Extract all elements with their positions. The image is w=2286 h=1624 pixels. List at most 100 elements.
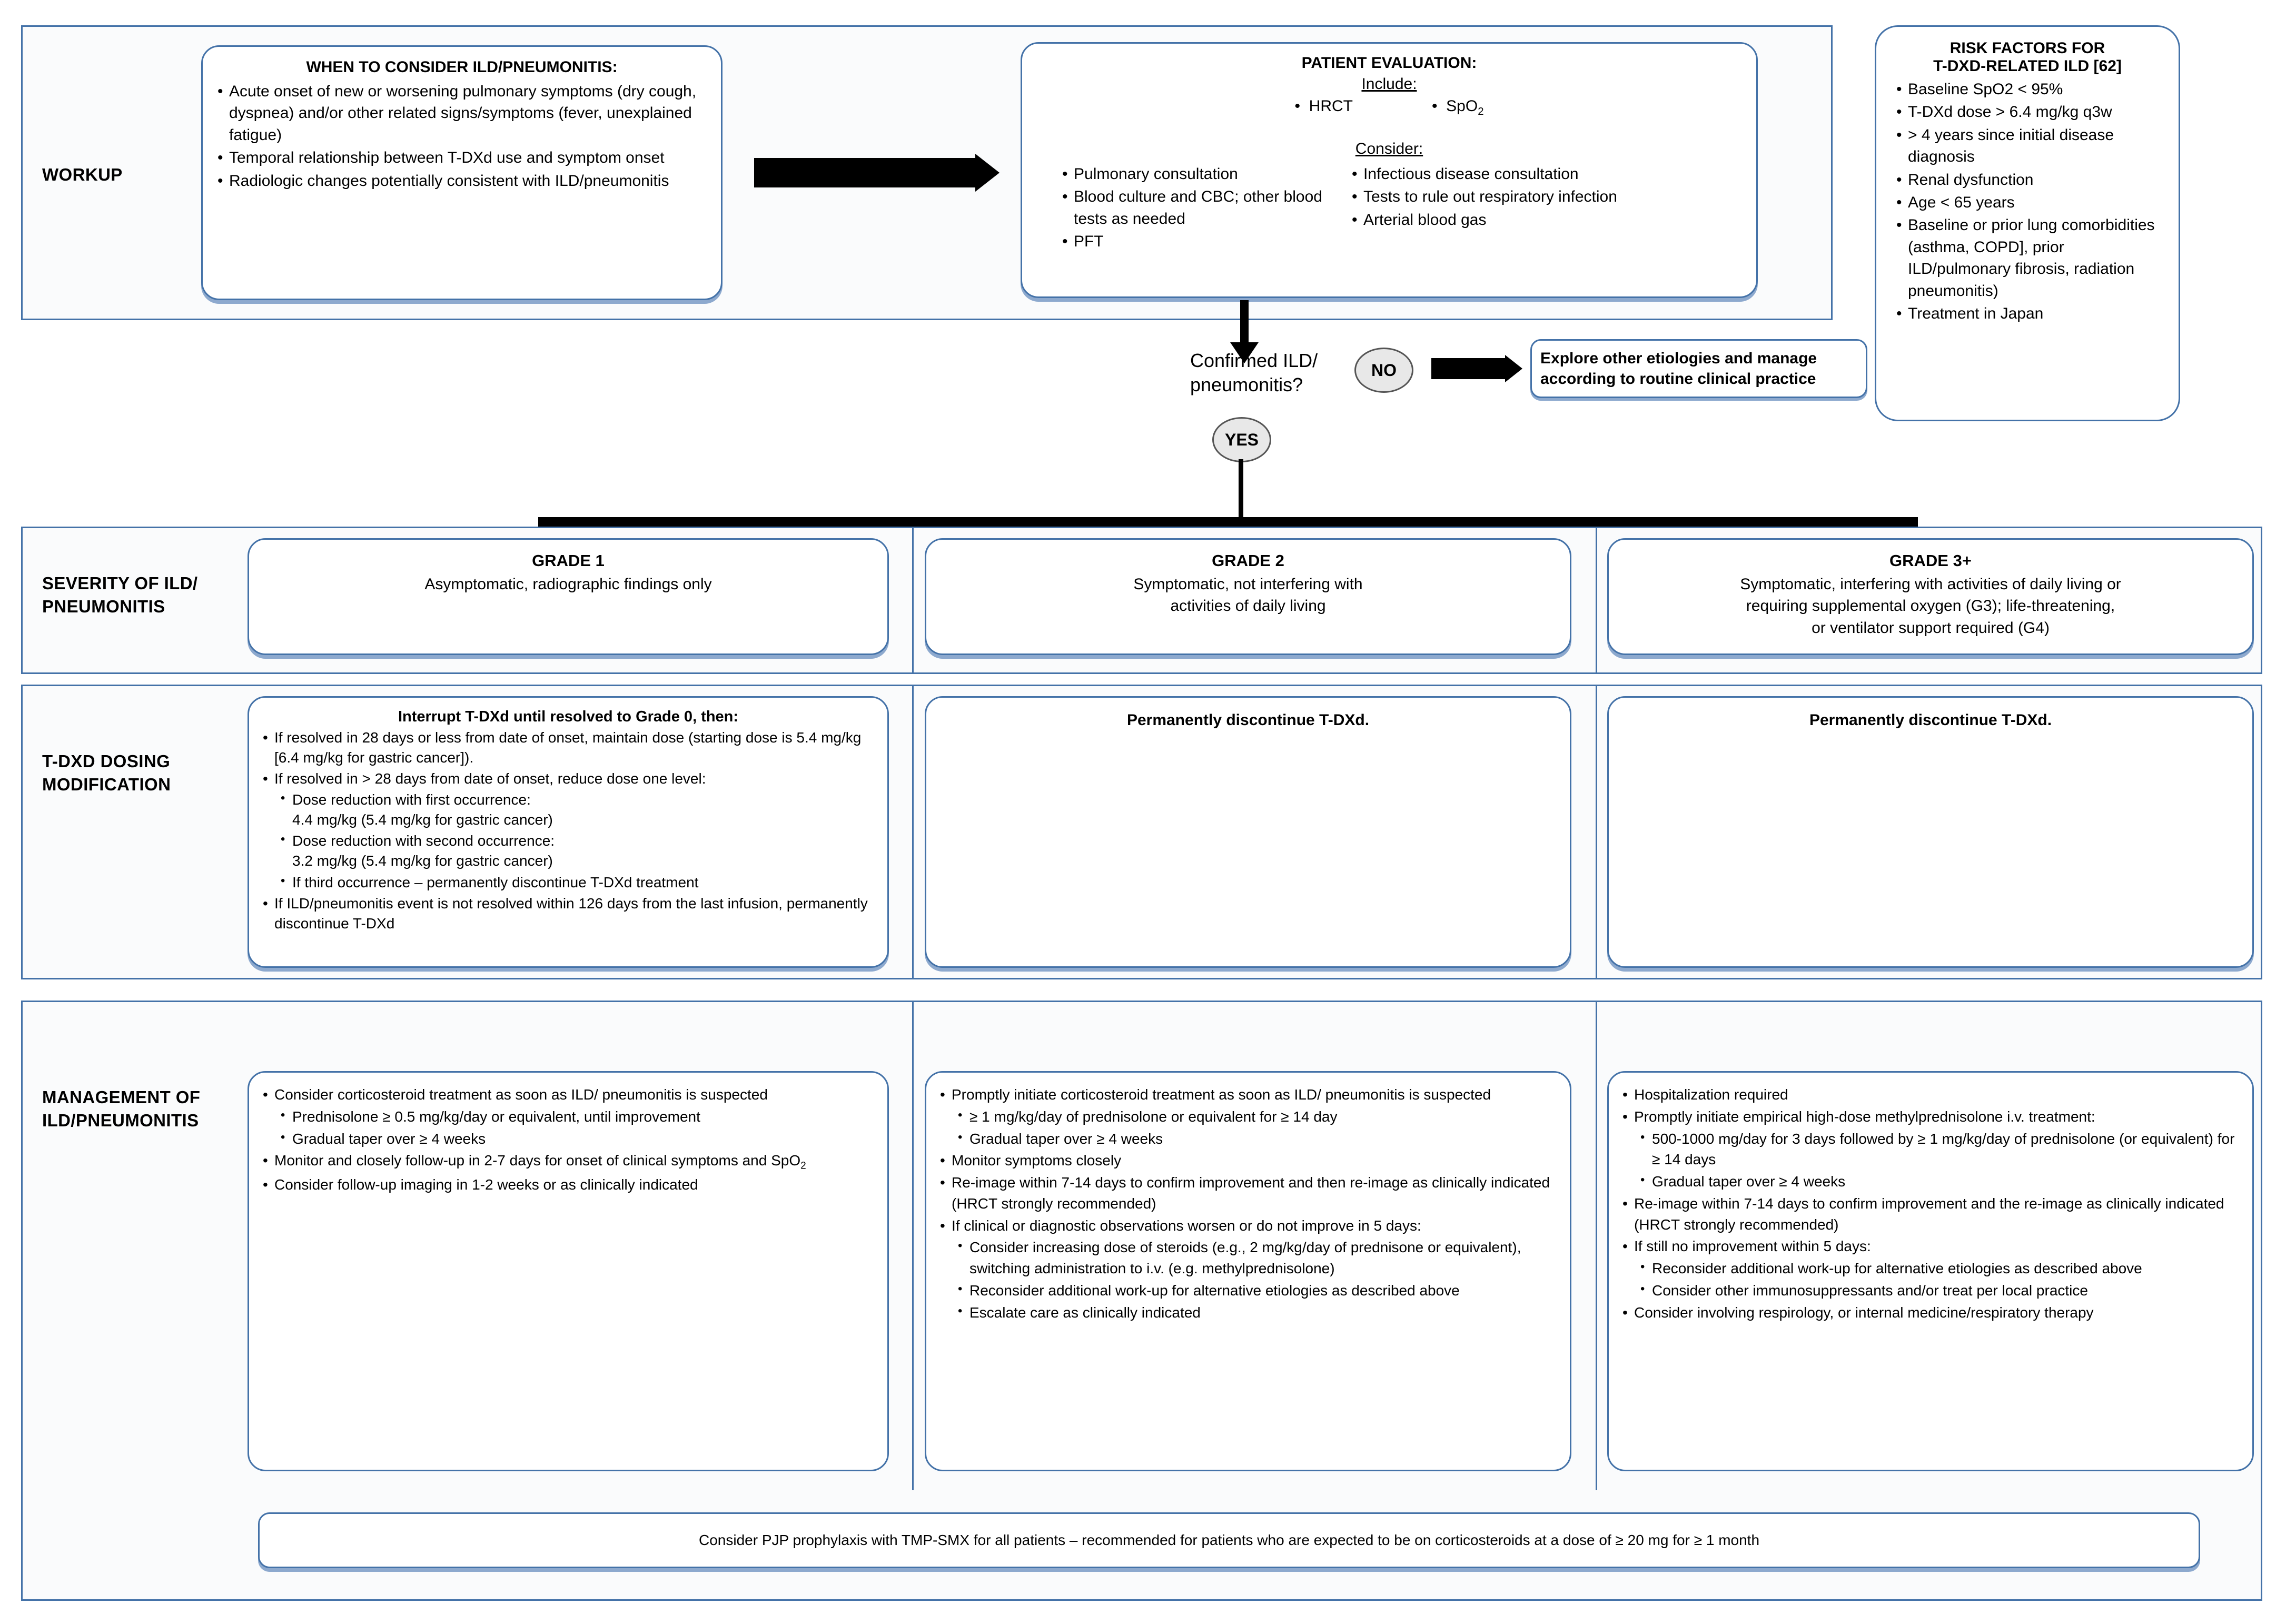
management-grade1-box: Consider corticosteroid treatment as soo… — [248, 1071, 889, 1471]
management-grade2-list-1: Promptly initiate corticosteroid treatme… — [936, 1084, 1560, 1105]
list-item: If resolved in > 28 days from date of on… — [259, 769, 878, 789]
workup-row-label: WORKUP — [42, 165, 123, 184]
risk-factors-box: RISK FACTORS FOR T-DXD-RELATED ILD [62] … — [1875, 25, 2180, 421]
list-item: Age < 65 years — [1892, 192, 2168, 214]
list-item: If third occurrence – permanently discon… — [276, 873, 878, 893]
list-item: Baseline or prior lung comorbidities (as… — [1892, 214, 2168, 302]
management-divider-2 — [1596, 1001, 1597, 1490]
list-item: Acute onset of new or worsening pulmonar… — [213, 81, 710, 146]
include-item-spo2: • SpO2 — [1431, 97, 1484, 117]
list-item: Re-image within 7-14 days to confirm imp… — [1618, 1193, 2243, 1235]
list-item: Hospitalization required — [1618, 1084, 2243, 1105]
management-grade3-sublist-1: 500-1000 mg/day for 3 days followed by ≥… — [1636, 1128, 2243, 1192]
include-item-hrct: • HRCT — [1294, 97, 1353, 115]
list-item: Promptly initiate empirical high-dose me… — [1618, 1106, 2243, 1127]
list-item: If still no improvement within 5 days: — [1618, 1236, 2243, 1257]
management-grade2-sublist-2: Consider increasing dose of steroids (e.… — [954, 1237, 1560, 1323]
list-item: > 4 years since initial disease diagnosi… — [1892, 124, 2168, 168]
list-item: Renal dysfunction — [1892, 169, 2168, 191]
severity-grade3-box: GRADE 3+ Symptomatic, interfering with a… — [1607, 538, 2254, 655]
list-item: Consider follow-up imaging in 1-2 weeks … — [259, 1174, 878, 1195]
list-item: Treatment in Japan — [1892, 303, 2168, 325]
list-item: Radiologic changes potentially consisten… — [213, 170, 710, 192]
management-grade2-list-2: Monitor symptoms closely Re-image within… — [936, 1150, 1560, 1236]
management-grade3-sublist-2: Reconsider additional work-up for altern… — [1636, 1258, 2243, 1301]
list-item: Consider increasing dose of steroids (e.… — [954, 1237, 1560, 1279]
dosing-grade1-sublist: Dose reduction with first occurrence: 4.… — [276, 790, 878, 892]
list-item: Temporal relationship between T-DXd use … — [213, 147, 710, 169]
dosing-grade1-title: Interrupt T-DXd until resolved to Grade … — [398, 708, 739, 725]
grade1-title: GRADE 1 — [532, 551, 605, 570]
management-grade3-list-3: Consider involving respirology, or inter… — [1618, 1302, 2243, 1323]
workup-to-evaluation-arrow-shaft — [754, 158, 975, 187]
severity-row-label: SEVERITY OF ILD/ PNEUMONITIS — [42, 573, 198, 616]
list-item: Reconsider additional work-up for altern… — [954, 1280, 1560, 1301]
dosing-grade1-list-tail: If ILD/pneumonitis event is not resolved… — [259, 894, 878, 934]
when-to-consider-list: Acute onset of new or worsening pulmonar… — [213, 81, 710, 192]
pjp-prophylaxis-box: Consider PJP prophylaxis with TMP-SMX fo… — [258, 1512, 2200, 1568]
no-outcome-box: Explore other etiologies and manage acco… — [1530, 339, 1867, 398]
list-item: T-DXd dose > 6.4 mg/kg q3w — [1892, 101, 2168, 123]
consider-label: Consider: — [1355, 140, 1423, 157]
list-item: Tests to rule out respiratory infection — [1348, 186, 1716, 208]
no-branch-arrow-head — [1505, 355, 1522, 382]
list-item: If clinical or diagnostic observations w… — [936, 1215, 1560, 1236]
workup-to-evaluation-arrow-head — [975, 154, 999, 192]
management-grade1-list-2: Monitor and closely follow-up in 2-7 day… — [259, 1150, 878, 1195]
decision-no-node: NO — [1354, 348, 1413, 393]
list-item: Gradual taper over ≥ 4 weeks — [276, 1128, 878, 1150]
severity-divider-2 — [1596, 527, 1597, 674]
list-item: Pulmonary consultation — [1058, 163, 1332, 185]
list-item: Dose reduction with first occurrence: 4.… — [276, 790, 878, 830]
management-grade1-sublist-1: Prednisolone ≥ 0.5 mg/kg/day or equivale… — [276, 1106, 878, 1150]
evaluation-to-decision-head — [1230, 342, 1259, 363]
dosing-grade3-box: Permanently discontinue T-DXd. — [1607, 696, 2254, 968]
pjp-prophylaxis-text: Consider PJP prophylaxis with TMP-SMX fo… — [698, 1532, 1760, 1548]
grade3-desc-line2: requiring supplemental oxygen (G3); life… — [1746, 597, 2115, 615]
management-divider-1 — [912, 1001, 914, 1490]
grade1-desc-line1: Asymptomatic, radiographic findings only — [424, 576, 712, 593]
list-item: Promptly initiate corticosteroid treatme… — [936, 1084, 1560, 1105]
list-item: Consider other immunosuppressants and/or… — [1636, 1280, 2243, 1301]
list-item: Consider corticosteroid treatment as soo… — [259, 1084, 878, 1105]
grade2-title: GRADE 2 — [1212, 551, 1284, 570]
dosing-grade1-box: Interrupt T-DXd until resolved to Grade … — [248, 696, 889, 968]
patient-evaluation-title: PATIENT EVALUATION: — [1301, 54, 1477, 72]
no-branch-arrow-shaft — [1431, 358, 1505, 379]
dosing-grade1-list: If resolved in 28 days or less from date… — [259, 728, 878, 789]
grade2-desc-line1: Symptomatic, not interfering with — [1133, 576, 1363, 593]
list-item: Consider involving respirology, or inter… — [1618, 1302, 2243, 1323]
list-item: 500-1000 mg/day for 3 days followed by ≥… — [1636, 1128, 2243, 1171]
management-grade2-box: Promptly initiate corticosteroid treatme… — [925, 1071, 1571, 1471]
list-item: Re-image within 7-14 days to confirm imp… — [936, 1172, 1560, 1214]
management-grade3-box: Hospitalization required Promptly initia… — [1607, 1071, 2254, 1471]
yes-branch-bus — [538, 517, 1918, 529]
list-item: Monitor symptoms closely — [936, 1150, 1560, 1171]
list-item: Dose reduction with second occurrence: 3… — [276, 831, 878, 871]
risk-factors-title-line1: RISK FACTORS FOR — [1949, 39, 2105, 57]
patient-evaluation-box: PATIENT EVALUATION: Include: • HRCT • Sp… — [1021, 42, 1758, 298]
dosing-row-label: T-DXD DOSING MODIFICATION — [42, 751, 171, 794]
dosing-grade2-box: Permanently discontinue T-DXd. — [925, 696, 1571, 968]
list-item: Blood culture and CBC; other blood tests… — [1058, 186, 1332, 230]
grade3-desc-line1: Symptomatic, interfering with activities… — [1740, 576, 2121, 593]
dosing-grade2-title: Permanently discontinue T-DXd. — [1126, 711, 1370, 729]
list-item: PFT — [1058, 231, 1332, 253]
list-item: Monitor and closely follow-up in 2-7 day… — [259, 1150, 878, 1173]
list-item: If resolved in 28 days or less from date… — [259, 728, 878, 768]
dosing-divider-2 — [1596, 685, 1597, 979]
risk-factors-list: Baseline SpO2 < 95% T-DXd dose > 6.4 mg/… — [1887, 78, 2168, 325]
grade2-desc-line2: activities of daily living — [1170, 597, 1326, 615]
list-item: Infectious disease consultation — [1348, 163, 1716, 185]
management-grade1-list: Consider corticosteroid treatment as soo… — [259, 1084, 878, 1105]
list-item: If ILD/pneumonitis event is not resolved… — [259, 894, 878, 934]
list-item: Gradual taper over ≥ 4 weeks — [954, 1128, 1560, 1150]
severity-grade2-box: GRADE 2 Symptomatic, not interfering wit… — [925, 538, 1571, 655]
no-outcome-line1: Explore other etiologies and manage — [1540, 350, 1817, 367]
when-to-consider-title: WHEN TO CONSIDER ILD/PNEUMONITIS: — [306, 58, 618, 76]
management-row-label: MANAGEMENT OF ILD/PNEUMONITIS — [42, 1087, 201, 1130]
risk-factors-title-line2: T-DXD-RELATED ILD [62] — [1933, 57, 2122, 75]
dosing-divider-1 — [912, 685, 914, 979]
management-grade3-list-1: Hospitalization required Promptly initia… — [1618, 1084, 2243, 1127]
